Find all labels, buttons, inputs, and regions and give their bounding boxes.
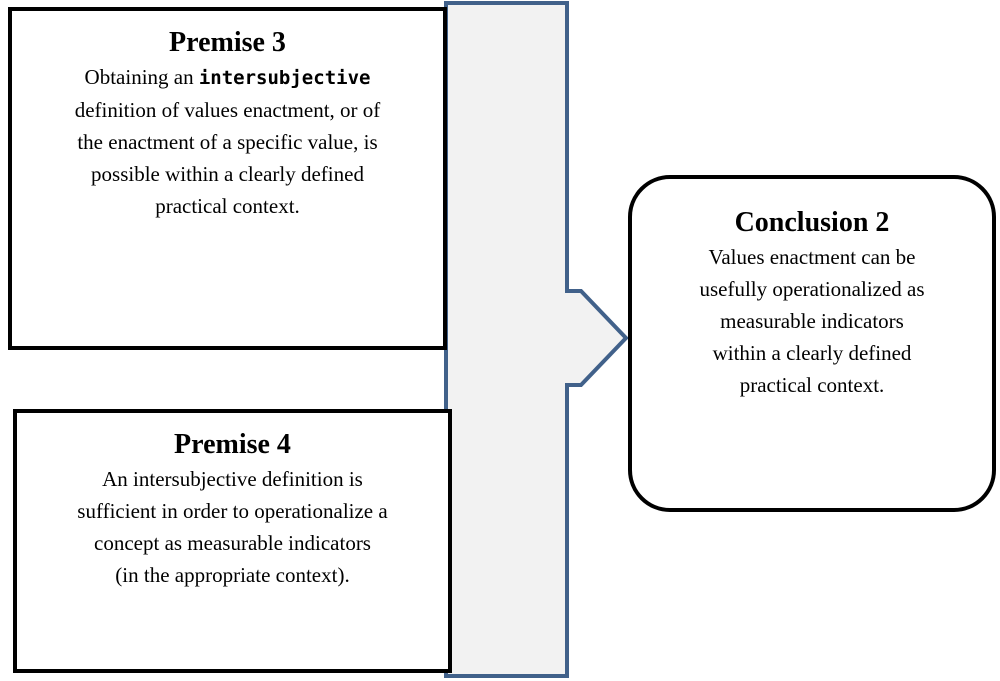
premise-3-line-4: possible within a clearly defined bbox=[91, 162, 364, 186]
conclusion-2-box: Conclusion 2 Values enactment can be use… bbox=[628, 175, 996, 512]
conclusion-2-line-4: within a clearly defined bbox=[712, 341, 912, 365]
premise-3-line-1-lead: Obtaining an bbox=[84, 65, 199, 89]
conclusion-2-line-2: usefully operationalized as bbox=[699, 277, 925, 301]
premise-3-box: Premise 3 Obtaining an intersubjective d… bbox=[8, 7, 447, 350]
premise-3-line-5: practical context. bbox=[155, 194, 300, 218]
premise-3-text: Obtaining an intersubjective definition … bbox=[12, 61, 443, 222]
conclusion-2-text: Values enactment can be usefully operati… bbox=[632, 241, 992, 401]
premise-4-text: An intersubjective definition is suffici… bbox=[17, 463, 448, 591]
premise-3-line-2: definition of values enactment, or of bbox=[74, 98, 381, 122]
conclusion-2-line-3: measurable indicators bbox=[720, 309, 904, 333]
premise-3-line-1: Obtaining an intersubjective bbox=[26, 61, 429, 94]
premise-3-title: Premise 3 bbox=[169, 27, 286, 58]
conclusion-2-line-1: Values enactment can be bbox=[708, 245, 916, 269]
premise-4-line-4: (in the appropriate context). bbox=[115, 563, 350, 587]
premise-4-title: Premise 4 bbox=[174, 429, 291, 460]
conclusion-2-title: Conclusion 2 bbox=[734, 207, 890, 238]
premise-4-line-1: An intersubjective definition is bbox=[102, 467, 363, 491]
premise-3-line-3: the enactment of a specific value, is bbox=[77, 130, 378, 154]
conclusion-2-line-5: practical context. bbox=[739, 373, 885, 397]
inference-arrow-shape bbox=[444, 1, 629, 678]
premise-3-keyword: intersubjective bbox=[198, 67, 371, 89]
premise-4-line-2: sufficient in order to operationalize a bbox=[77, 499, 388, 523]
premise-4-box: Premise 4 An intersubjective definition … bbox=[13, 409, 452, 673]
premise-4-line-3: concept as measurable indicators bbox=[94, 531, 371, 555]
